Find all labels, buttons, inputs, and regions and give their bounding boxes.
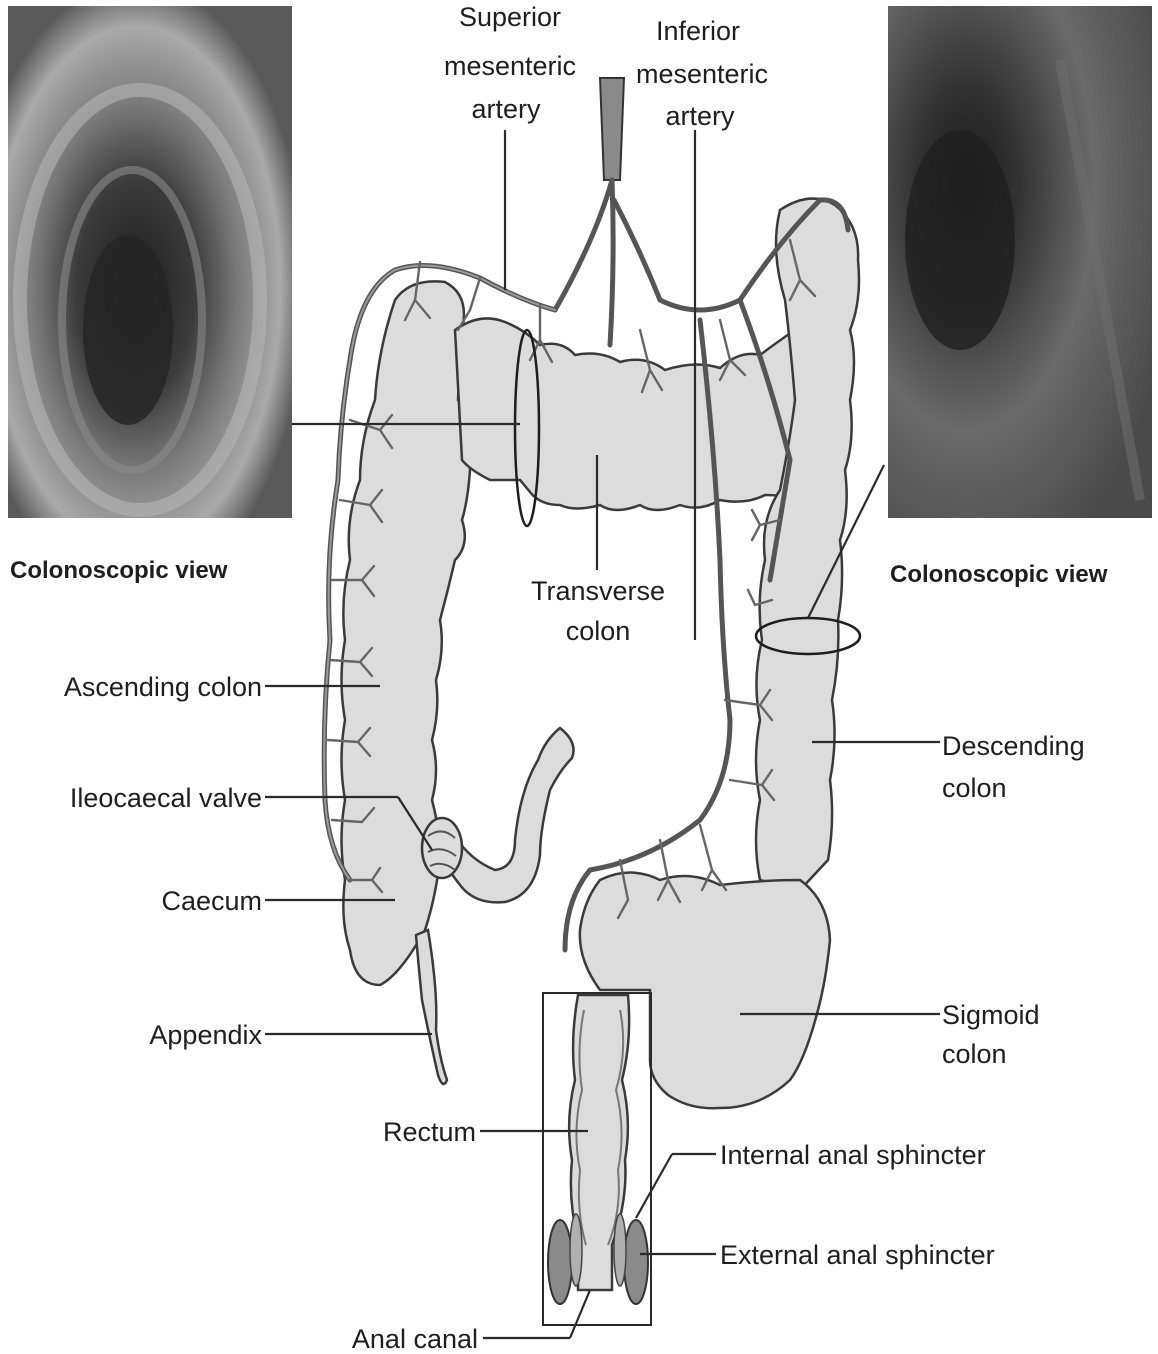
label-external-anal-sphincter: External anal sphincter: [720, 1240, 995, 1270]
label-internal-anal-sphincter: Internal anal sphincter: [720, 1140, 986, 1170]
label-caecum: Caecum: [161, 886, 262, 916]
label-appendix: Appendix: [149, 1020, 262, 1050]
label-ileocaecal-valve: Ileocaecal valve: [70, 783, 262, 813]
right-view-caption: Colonoscopic view: [890, 561, 1108, 588]
internal-sphincter-left: [570, 1214, 582, 1286]
label-sigmoid-colon-2: colon: [942, 1039, 1007, 1069]
transverse-colon-shape: [455, 318, 800, 510]
label-superior-mesenteric-artery: Superior mesenteric artery: [444, 2, 576, 124]
external-sphincter-right: [624, 1220, 648, 1304]
colonoscopic-photo-right: [888, 6, 1152, 518]
appendix-shape: [416, 930, 447, 1084]
colonoscopic-photo-left: [8, 6, 292, 518]
label-rectum: Rectum: [383, 1117, 476, 1147]
terminal-ileum-shape: [432, 728, 574, 902]
inferior-line-2: mesenteric: [636, 59, 768, 89]
inferior-line-1: Inferior: [656, 16, 740, 46]
superior-line-1: Superior: [459, 2, 561, 32]
label-sigmoid-colon-1: Sigmoid: [942, 1000, 1040, 1030]
label-anal-canal: Anal canal: [352, 1324, 478, 1354]
aorta: [600, 78, 624, 180]
label-inferior-mesenteric-artery: Inferior mesenteric artery: [636, 16, 768, 131]
label-descending-colon-2: colon: [942, 773, 1007, 803]
ileocaecal-valve-shape: [422, 818, 462, 878]
label-transverse-colon-1: Transverse: [531, 576, 665, 606]
label-transverse-colon-2: colon: [566, 616, 631, 646]
label-ascending-colon: Ascending colon: [64, 672, 262, 702]
left-view-caption: Colonoscopic view: [10, 557, 228, 584]
superior-line-3: artery: [471, 94, 541, 124]
superior-line-2: mesenteric: [444, 51, 576, 81]
inferior-line-3: artery: [665, 101, 735, 131]
internal-sphincter-right: [614, 1214, 626, 1286]
external-sphincter-left: [548, 1220, 572, 1304]
label-descending-colon-1: Descending: [942, 731, 1085, 761]
